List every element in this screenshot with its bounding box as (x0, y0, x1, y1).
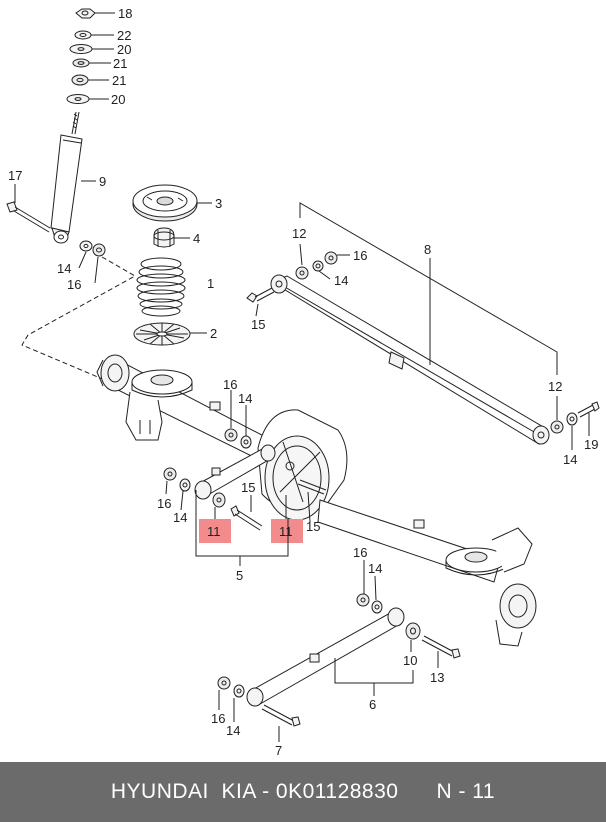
callout-2: 2 (210, 326, 217, 341)
bushing-21-top[interactable] (72, 58, 90, 68)
callout-15-rod: 15 (251, 317, 265, 332)
callout-14-lower-bottom: 14 (226, 723, 240, 738)
callout-4: 4 (193, 231, 200, 246)
callout-16-lower-top: 16 (353, 545, 367, 560)
callout-9: 9 (99, 174, 106, 189)
bushing-12-rod-top[interactable] (295, 266, 309, 280)
callout-numbers: 18 22 20 21 21 20 17 9 3 4 1 2 14 16 12 … (8, 6, 598, 758)
lateral-rod[interactable] (270, 274, 550, 445)
callout-12-bottom: 12 (548, 379, 562, 394)
washer-14-rod-top[interactable] (312, 260, 324, 272)
assembly-guide-line (21, 256, 137, 384)
washer-14-housing[interactable] (240, 435, 252, 449)
bump-stopper[interactable] (153, 227, 175, 248)
callout-17: 17 (8, 168, 22, 183)
callout-19: 19 (584, 437, 598, 452)
callout-22: 22 (117, 28, 131, 43)
callout-5: 5 (236, 568, 243, 583)
callout-15-center: 15 (306, 519, 320, 534)
callout-14-rod-bottom: 14 (563, 452, 577, 467)
coil-spring[interactable] (136, 257, 186, 317)
washer-14-shock[interactable] (79, 240, 93, 252)
callout-12-top: 12 (292, 226, 306, 241)
callout-18: 18 (118, 6, 132, 21)
shock-absorber[interactable] (50, 111, 83, 244)
bolt-15-arm[interactable] (230, 505, 263, 531)
washer-14-rod-bottom[interactable] (566, 412, 578, 426)
nut-16-rod-top[interactable] (324, 251, 338, 265)
callout-6: 6 (369, 697, 376, 712)
washer-14-lower-bottom[interactable] (233, 684, 245, 698)
rear-axle-housing (96, 354, 537, 647)
highlight-box-11-right (271, 519, 303, 543)
spring-lower-seat[interactable] (133, 322, 191, 346)
callout-13: 13 (430, 670, 444, 685)
callout-7: 7 (275, 743, 282, 758)
callout-14-housing: 14 (238, 391, 252, 406)
callout-8: 8 (424, 242, 431, 257)
page-reference: N - 11 (436, 780, 496, 803)
callout-16-shock: 16 (67, 277, 81, 292)
spring-upper-seat[interactable] (132, 184, 198, 222)
callout-14-arm: 14 (173, 510, 187, 525)
nut-18[interactable] (75, 8, 96, 19)
callout-16-rod: 16 (353, 248, 367, 263)
exploded-parts-diagram: 18 22 20 21 21 20 17 9 3 4 1 2 14 16 12 … (6, 6, 600, 758)
bushing-11-left[interactable] (212, 492, 226, 508)
callout-16-lower-bottom: 16 (211, 711, 225, 726)
nut-16-shock[interactable] (92, 243, 106, 257)
highlight-box-11-left (199, 519, 231, 543)
callout-21-lower: 21 (112, 73, 126, 88)
bolt-13[interactable] (421, 635, 461, 659)
washer-14-arm[interactable] (179, 478, 191, 492)
washer-14-lower-top[interactable] (371, 600, 383, 614)
brand-part-number: HYUNDAI KIA - 0K01128830 (110, 780, 399, 803)
callout-16-housing: 16 (223, 377, 237, 392)
lower-control-arm[interactable] (246, 607, 405, 707)
callout-11-left: 11 (207, 524, 221, 539)
callout-21-top: 21 (113, 56, 127, 71)
bolt-7[interactable] (261, 704, 301, 727)
part-number-footer: HYUNDAI KIA - 0K01128830 N - 11 (0, 762, 606, 822)
callout-11-right: 11 (279, 524, 293, 539)
bolt-15-rod[interactable] (246, 287, 275, 303)
nut-16-housing[interactable] (224, 428, 238, 442)
callout-3: 3 (215, 196, 222, 211)
callout-1: 1 (207, 276, 214, 291)
washer-20-lower[interactable] (66, 94, 90, 104)
upper-control-arm[interactable] (194, 444, 276, 500)
bolt-17[interactable] (6, 201, 51, 233)
nut-22[interactable] (74, 30, 92, 40)
nut-16-lower-bottom[interactable] (217, 676, 231, 690)
bushing-21-lower[interactable] (71, 74, 89, 86)
callout-20-top: 20 (117, 42, 131, 57)
callout-15-arm: 15 (241, 480, 255, 495)
nut-16-arm[interactable] (163, 467, 177, 481)
callout-20-lower: 20 (111, 92, 125, 107)
bushing-12-rod-bottom[interactable] (550, 420, 564, 434)
bolt-19[interactable] (577, 401, 600, 418)
footer-spacer (398, 780, 436, 804)
callout-14-lower-top: 14 (368, 561, 382, 576)
bolt-15-center[interactable] (297, 479, 327, 495)
bushing-10[interactable] (405, 622, 421, 640)
leader-lines (14, 12, 590, 742)
washer-20-top[interactable] (69, 44, 93, 54)
callout-14-rod: 14 (334, 273, 348, 288)
callout-10: 10 (403, 653, 417, 668)
callout-16-arm: 16 (157, 496, 171, 511)
callout-14-shock: 14 (57, 261, 71, 276)
nut-16-lower-top[interactable] (356, 593, 370, 607)
